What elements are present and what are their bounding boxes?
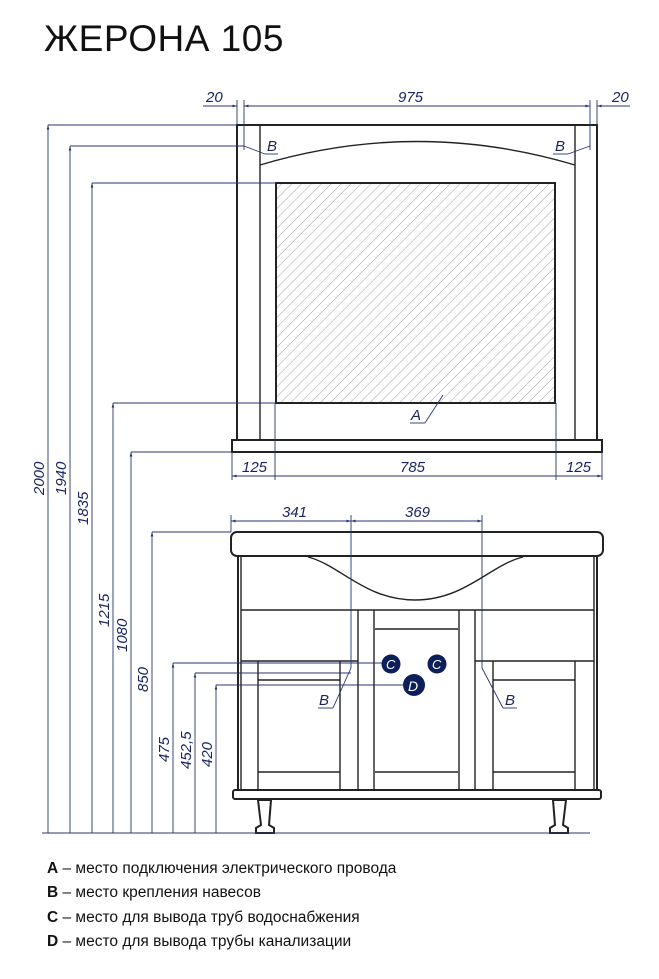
dim-mirror-bottom-left: 125: [242, 459, 268, 476]
dim-mirror-width: 975: [398, 89, 424, 106]
dim-height-2000: 2000: [31, 461, 48, 496]
marker-d: [403, 674, 425, 696]
leg-right: [549, 799, 569, 834]
label-b-mirror-left: B: [267, 138, 277, 155]
legend-text: – место для вывода труб водоснабжения: [58, 908, 360, 926]
mirror-shelf: [231, 439, 603, 453]
height-dimensions: 2000 1940 1835 1215 1080 850 475 452,5 4…: [31, 124, 590, 834]
dim-height-420: 420: [199, 741, 216, 767]
legend-key: C: [47, 908, 59, 926]
legend-key: B: [47, 884, 59, 902]
mirror: [231, 124, 603, 453]
dim-height-1835: 1835: [75, 491, 92, 525]
dim-mirror-left-offset: 20: [205, 89, 223, 106]
legend-key: A: [47, 860, 59, 877]
dim-mirror-right-offset: 20: [611, 89, 629, 106]
dim-mirror-bottom-right: 125: [566, 459, 592, 476]
dim-mirror-bottom-center: 785: [400, 459, 426, 476]
legend-item-c: C – место для вывода труб водоснабжения: [47, 906, 396, 930]
label-c-left: C: [386, 657, 396, 672]
washbasin: [230, 531, 604, 557]
legend-item-a: A – место подключения электрического про…: [47, 857, 396, 881]
legend-text: – место для вывода трубы канализации: [58, 932, 352, 950]
legend-item-d: D – место для вывода трубы канализации: [47, 930, 396, 954]
label-a: A: [410, 407, 421, 424]
legend-text: – место подключения электрического прово…: [58, 860, 397, 877]
label-b-cabinet-left: B: [319, 692, 329, 709]
plinth: [232, 789, 602, 800]
leg-left: [255, 799, 275, 834]
dim-height-1215: 1215: [96, 593, 113, 627]
marker-c-right: [427, 654, 447, 674]
page-title: ЖЕРОНА 105: [44, 18, 284, 59]
dim-cabinet-right: 369: [405, 504, 431, 521]
dim-height-452-5: 452,5: [178, 731, 195, 769]
mirror-glass: [275, 182, 556, 404]
dim-cabinet-left: 341: [282, 504, 307, 521]
dim-height-475: 475: [156, 736, 173, 762]
legend-item-b: B – место крепления навесов: [47, 881, 396, 905]
label-d: D: [408, 678, 418, 694]
mirror-dimensions: 20 975 20 125 785 125 B B A: [203, 89, 630, 480]
marker-c-left: [381, 654, 401, 674]
label-c-right: C: [432, 657, 442, 672]
label-b-cabinet-right: B: [505, 692, 515, 709]
label-b-mirror-right: B: [555, 138, 565, 155]
legend: A – место подключения электрического про…: [47, 857, 396, 954]
dim-height-1940: 1940: [53, 461, 70, 495]
dim-height-850: 850: [135, 666, 152, 692]
legend-key: D: [47, 932, 59, 950]
cabinet-dimensions: 341 369 B B C C D: [230, 504, 517, 709]
dim-height-1080: 1080: [114, 618, 131, 652]
legend-text: – место крепления навесов: [58, 884, 261, 902]
